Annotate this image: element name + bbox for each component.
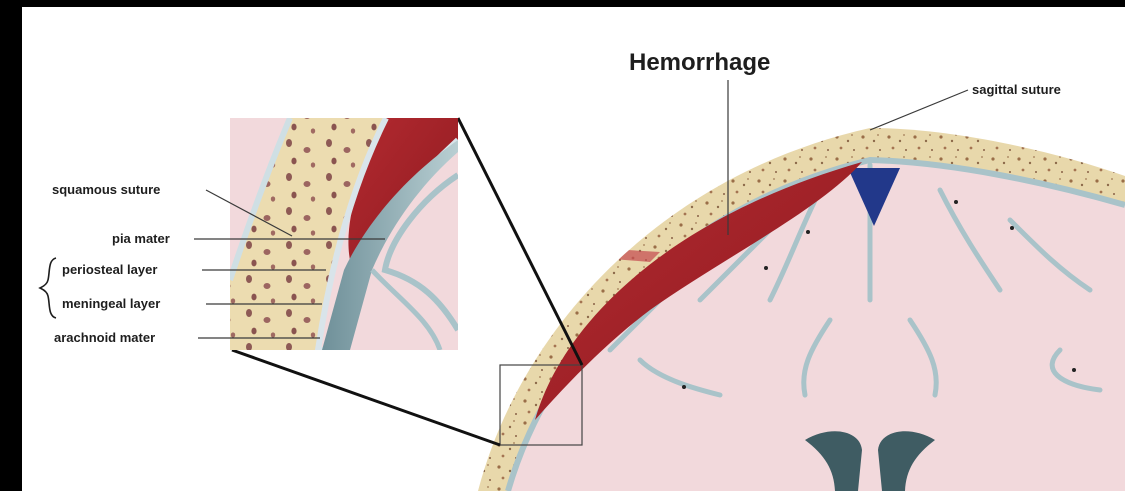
pia-mater-label: pia mater (112, 231, 170, 246)
sagittal-suture-label: sagittal suture (972, 82, 1061, 97)
skull-section (478, 128, 1125, 491)
sagittal-suture-leader (870, 90, 968, 130)
diagram-title: Hemorrhage (629, 49, 770, 76)
dura-brace (40, 258, 56, 318)
arachnoid-mater-label: arachnoid mater (54, 330, 155, 345)
periosteal-layer-label: periosteal layer (62, 262, 157, 277)
meningeal-layer-label: meningeal layer (62, 296, 160, 311)
inset-view (230, 118, 458, 350)
squamous-suture-label: squamous suture (52, 182, 160, 197)
